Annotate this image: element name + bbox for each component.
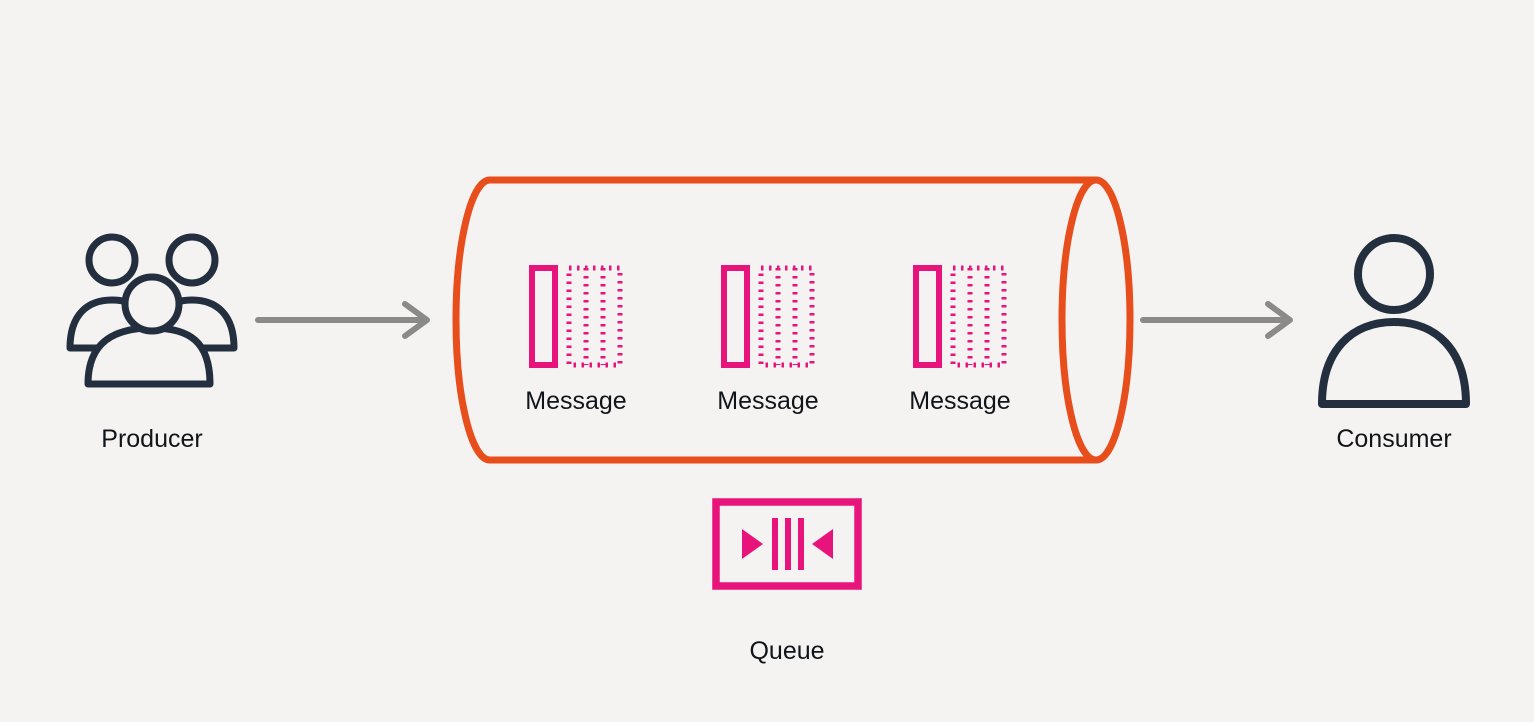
message-label-1: Message [525,387,627,415]
message-icon-1 [528,264,624,369]
user-icon [1318,234,1470,408]
message-document-icon [913,265,1007,368]
queue-buffer-icon [712,498,862,590]
queue-cylinder [448,175,1138,465]
producer-to-queue-arrow [255,298,435,342]
queue-to-consumer-arrow [1140,298,1298,342]
arrow-right-icon [1140,301,1293,339]
message-document-icon [529,265,623,368]
cylinder-pipe-icon [452,176,1134,464]
message-label-3: Message [909,387,1011,415]
arrow-right-icon [255,301,430,339]
consumer-node [1312,230,1476,408]
queue-node [712,498,862,590]
message-icon-3 [912,264,1008,369]
message-label-2: Message [717,387,819,415]
queue-label: Queue [749,637,825,665]
message-icon-2 [720,264,816,369]
producer-node [64,228,240,410]
consumer-label: Consumer [1336,425,1452,453]
users-group-icon [66,233,238,388]
producer-label: Producer [101,425,203,453]
message-document-icon [721,265,815,368]
